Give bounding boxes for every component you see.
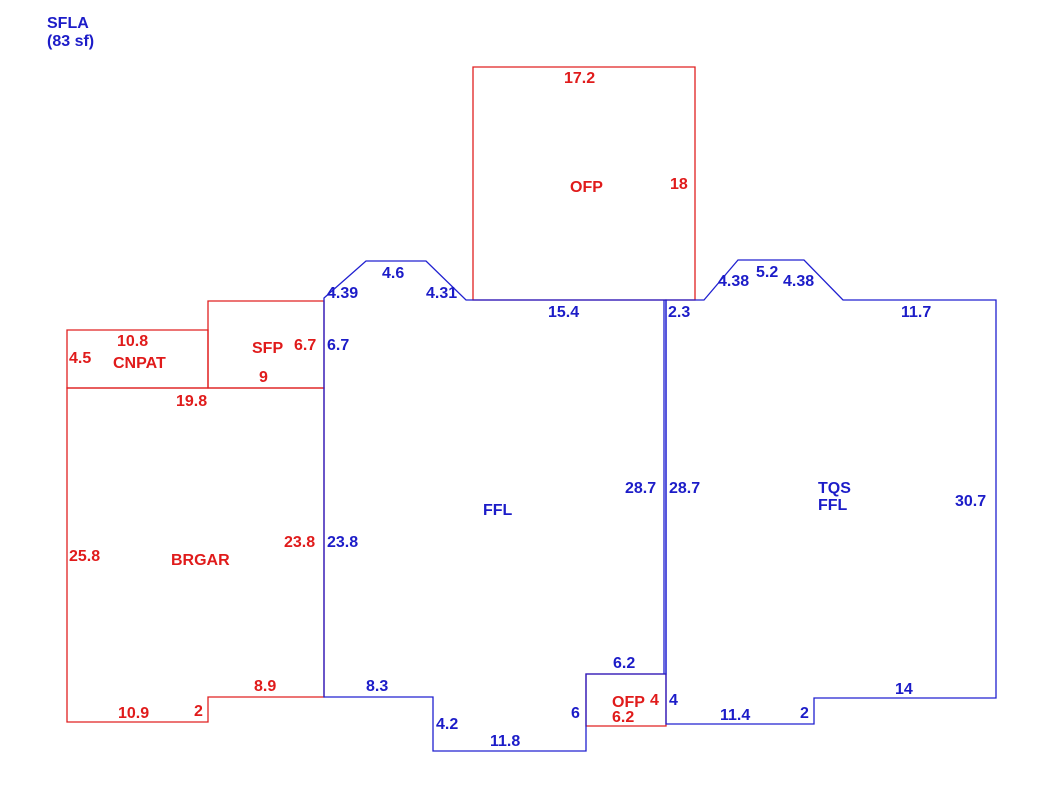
dim-label: 2 [194,703,203,720]
dim-label: 28.7 [625,480,656,497]
dim-label: 30.7 [955,493,986,510]
dim-label: 4 [650,692,659,709]
area-label-tqs: TQS [818,480,851,497]
sketch-area: (83 sf) [47,33,94,50]
dim-label: 5.2 [756,264,778,281]
dim-label: 18 [670,176,688,193]
sketch-title: SFLA [47,15,89,32]
dim-label: 25.8 [69,548,100,565]
dim-label: 4.6 [382,265,404,282]
area-label-ofp-top: OFP [570,179,603,196]
dim-label: 4.2 [436,716,458,733]
dim-label: 10.8 [117,333,148,350]
dim-label: 4 [669,692,678,709]
tqs-ffl-outline [665,259,997,725]
dim-label: 11.8 [490,733,520,750]
dim-label: 6.7 [327,337,349,354]
dim-label: 6.2 [612,709,634,726]
dim-label: 4.39 [327,285,358,302]
area-label-ffl-right: FFL [818,497,848,514]
dim-label: 6.7 [294,337,316,354]
dim-label: 23.8 [327,534,358,551]
dim-label: 11.4 [720,707,750,724]
dim-label: 19.8 [176,393,207,410]
area-label-ofp-small: OFP [612,694,645,711]
dim-label: 8.9 [254,678,276,695]
dim-label: 23.8 [284,534,315,551]
dim-label: 15.4 [548,304,579,321]
dim-label: 4.38 [783,273,814,290]
dim-label: 28.7 [669,480,700,497]
area-label-brgar: BRGAR [171,552,230,569]
dim-label: 6 [571,705,580,722]
dim-label: 14 [895,681,913,698]
dim-label: 11.7 [901,304,931,321]
dim-label: 9 [259,369,268,386]
dim-label: 2 [800,705,809,722]
dim-label: 4.31 [426,285,457,302]
area-label-sfp: SFP [252,340,283,357]
ffl-main-outline [323,260,667,752]
dim-label: 2.3 [668,304,690,321]
area-label-ffl-main: FFL [483,502,513,519]
area-label-cnpat: CNPAT [113,355,166,372]
dim-label: 10.9 [118,705,149,722]
dim-label: 8.3 [366,678,388,695]
dim-label: 4.38 [718,273,749,290]
dim-label: 6.2 [613,655,635,672]
dim-label: 17.2 [564,70,595,87]
dim-label: 4.5 [69,350,91,367]
